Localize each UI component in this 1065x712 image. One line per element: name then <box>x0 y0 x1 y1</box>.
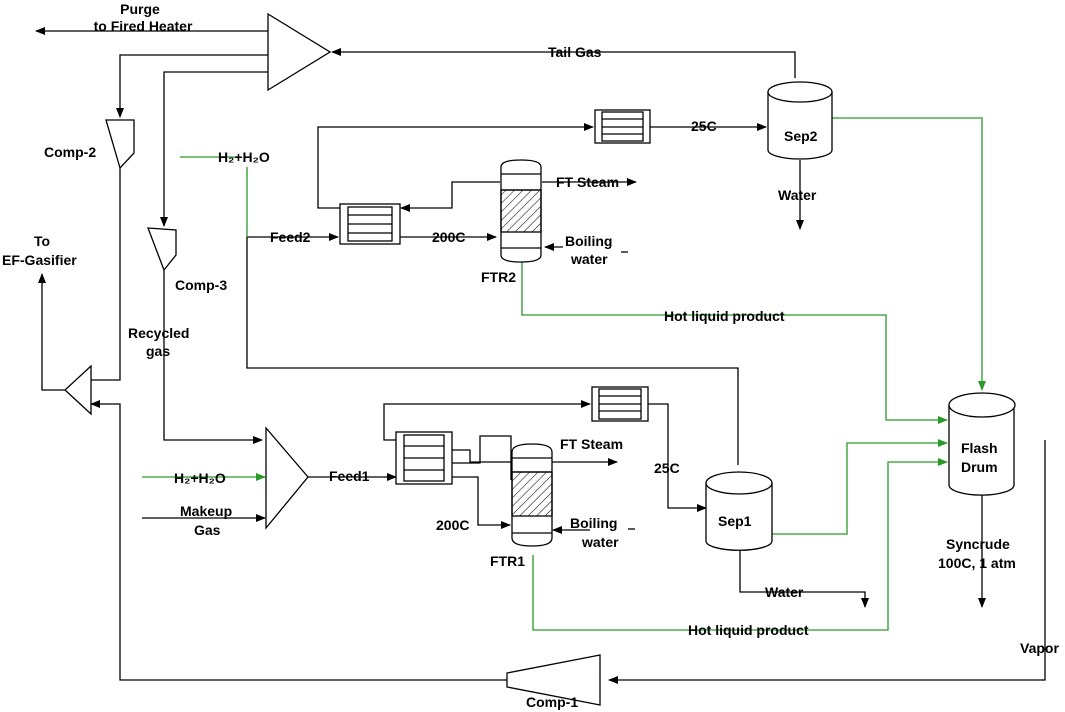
ef-gasifier-label: EF-Gasifier <box>2 252 77 268</box>
ftr1-label: FTR1 <box>490 553 525 569</box>
cooler-bottom[interactable] <box>591 386 649 422</box>
makeup-gas-label: Gas <box>194 522 221 538</box>
comp1-compressor[interactable] <box>506 654 601 706</box>
hot-liquid-bottom-stream <box>532 458 948 631</box>
comp1-label: Comp-1 <box>526 694 578 710</box>
sep2-liquid-stream <box>832 117 986 391</box>
temp-25c-top-label: 25C <box>691 118 717 134</box>
comp2-label: Comp-2 <box>44 144 96 160</box>
gas-label: gas <box>146 343 170 359</box>
stream-to-comp3 <box>160 71 270 227</box>
stream-to-cooler1 <box>383 400 591 441</box>
fired-heater-label: to Fired Heater <box>94 18 193 34</box>
stream-to-cooler2 <box>317 123 594 209</box>
cooler-top[interactable] <box>594 109 651 144</box>
sep1-vessel[interactable] <box>705 471 773 551</box>
water-top-label: Water <box>778 187 817 203</box>
top-splitter[interactable] <box>267 12 332 92</box>
temp-200c-bottom-label: 200C <box>436 517 469 533</box>
comp3-label: Comp-3 <box>175 277 227 293</box>
ftr2-label: FTR2 <box>481 269 516 285</box>
ftr1-reactor[interactable] <box>511 443 553 547</box>
feed2-label: Feed2 <box>270 229 311 245</box>
sep2-label: Sep2 <box>784 128 818 144</box>
gasifier-mixer[interactable] <box>64 364 92 416</box>
makeup-label: Makeup <box>180 503 232 519</box>
syncrude-conditions-label: 100C, 1 atm <box>938 555 1016 571</box>
hot-liquid-top-stream <box>521 262 948 424</box>
boiling-top-label: Boiling <box>565 233 612 249</box>
heat-exchanger-top[interactable] <box>339 203 401 245</box>
h2-h2o-top-label: H₂+H₂O <box>218 149 270 165</box>
comp1-outlet <box>90 400 507 681</box>
comp2-compressor[interactable] <box>105 119 135 170</box>
comp2-outlet <box>91 168 121 381</box>
hot-liquid-bottom-label: Hot liquid product <box>688 622 809 638</box>
feed1-mixer[interactable] <box>265 426 309 530</box>
recycled-label: Recycled <box>128 325 189 341</box>
water-bottom-inlet-label: water <box>581 534 619 550</box>
flash-label: Flash <box>961 440 998 456</box>
ftr2-to-exchanger <box>400 181 500 212</box>
stream-to-comp2 <box>116 54 270 118</box>
ftr2-reactor[interactable] <box>500 159 542 263</box>
h2-h2o-bottom-label: H₂+H₂O <box>174 470 226 486</box>
temp-200c-top-label: 200C <box>432 229 465 245</box>
syncrude-label: Syncrude <box>946 536 1010 552</box>
ft-steam-top-label: FT Steam <box>556 174 619 190</box>
stream-25c-bottom <box>646 403 707 512</box>
tail-gas-stream <box>331 48 796 78</box>
vapor-stream <box>608 440 1046 684</box>
stream-200c-bottom <box>450 476 511 529</box>
feed1-label: Feed1 <box>329 468 370 484</box>
to-gasifier-stream <box>38 273 65 391</box>
temp-25c-bottom-label: 25C <box>654 460 680 476</box>
vapor-label: Vapor <box>1020 640 1059 656</box>
boiling-bottom-label: Boiling <box>570 515 617 531</box>
h2-h2o-top-stream <box>180 156 248 237</box>
drum-label: Drum <box>961 459 998 475</box>
green-lines <box>142 117 986 631</box>
flash-drum-vessel[interactable] <box>948 392 1016 496</box>
feed2-stream <box>246 233 739 465</box>
water-top-inlet-label: water <box>570 251 608 267</box>
sep1-label: Sep1 <box>718 513 752 529</box>
ft-steam-bottom-label: FT Steam <box>560 436 623 452</box>
sep2-vessel[interactable] <box>767 81 833 160</box>
heat-exchanger-bottom[interactable] <box>395 431 453 485</box>
tail-gas-label: Tail Gas <box>548 44 602 60</box>
process-lines <box>35 27 1046 684</box>
water-bottom-stream <box>739 550 869 608</box>
recycled-gas-stream <box>163 270 263 444</box>
hot-liquid-top-label: Hot liquid product <box>664 308 785 324</box>
sep1-liquid-stream <box>772 439 948 535</box>
water-bottom-label: Water <box>765 584 804 600</box>
purge-label: Purge <box>120 1 160 17</box>
to-label: To <box>34 233 50 249</box>
comp3-compressor[interactable] <box>147 227 177 272</box>
ftr1-reactor-loop <box>450 435 512 480</box>
